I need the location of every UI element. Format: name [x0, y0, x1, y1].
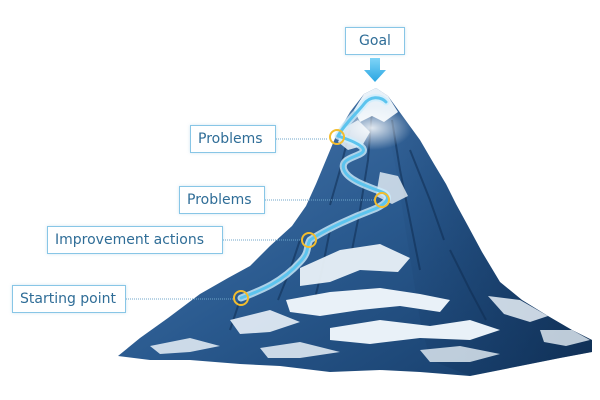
starting-point-label: Starting point — [12, 285, 126, 313]
marker-problems-lower — [374, 192, 390, 208]
marker-starting-point — [233, 290, 249, 306]
marker-improvement-actions — [301, 232, 317, 248]
climbing-path — [239, 96, 389, 300]
problems-label-lower: Problems — [179, 186, 265, 214]
connector-lines — [126, 138, 374, 300]
goal-label: Goal — [345, 27, 405, 55]
problems-label-upper: Problems — [190, 125, 276, 153]
improvement-actions-label: Improvement actions — [47, 226, 223, 254]
marker-problems-upper — [329, 129, 345, 145]
goal-arrow — [364, 58, 386, 82]
